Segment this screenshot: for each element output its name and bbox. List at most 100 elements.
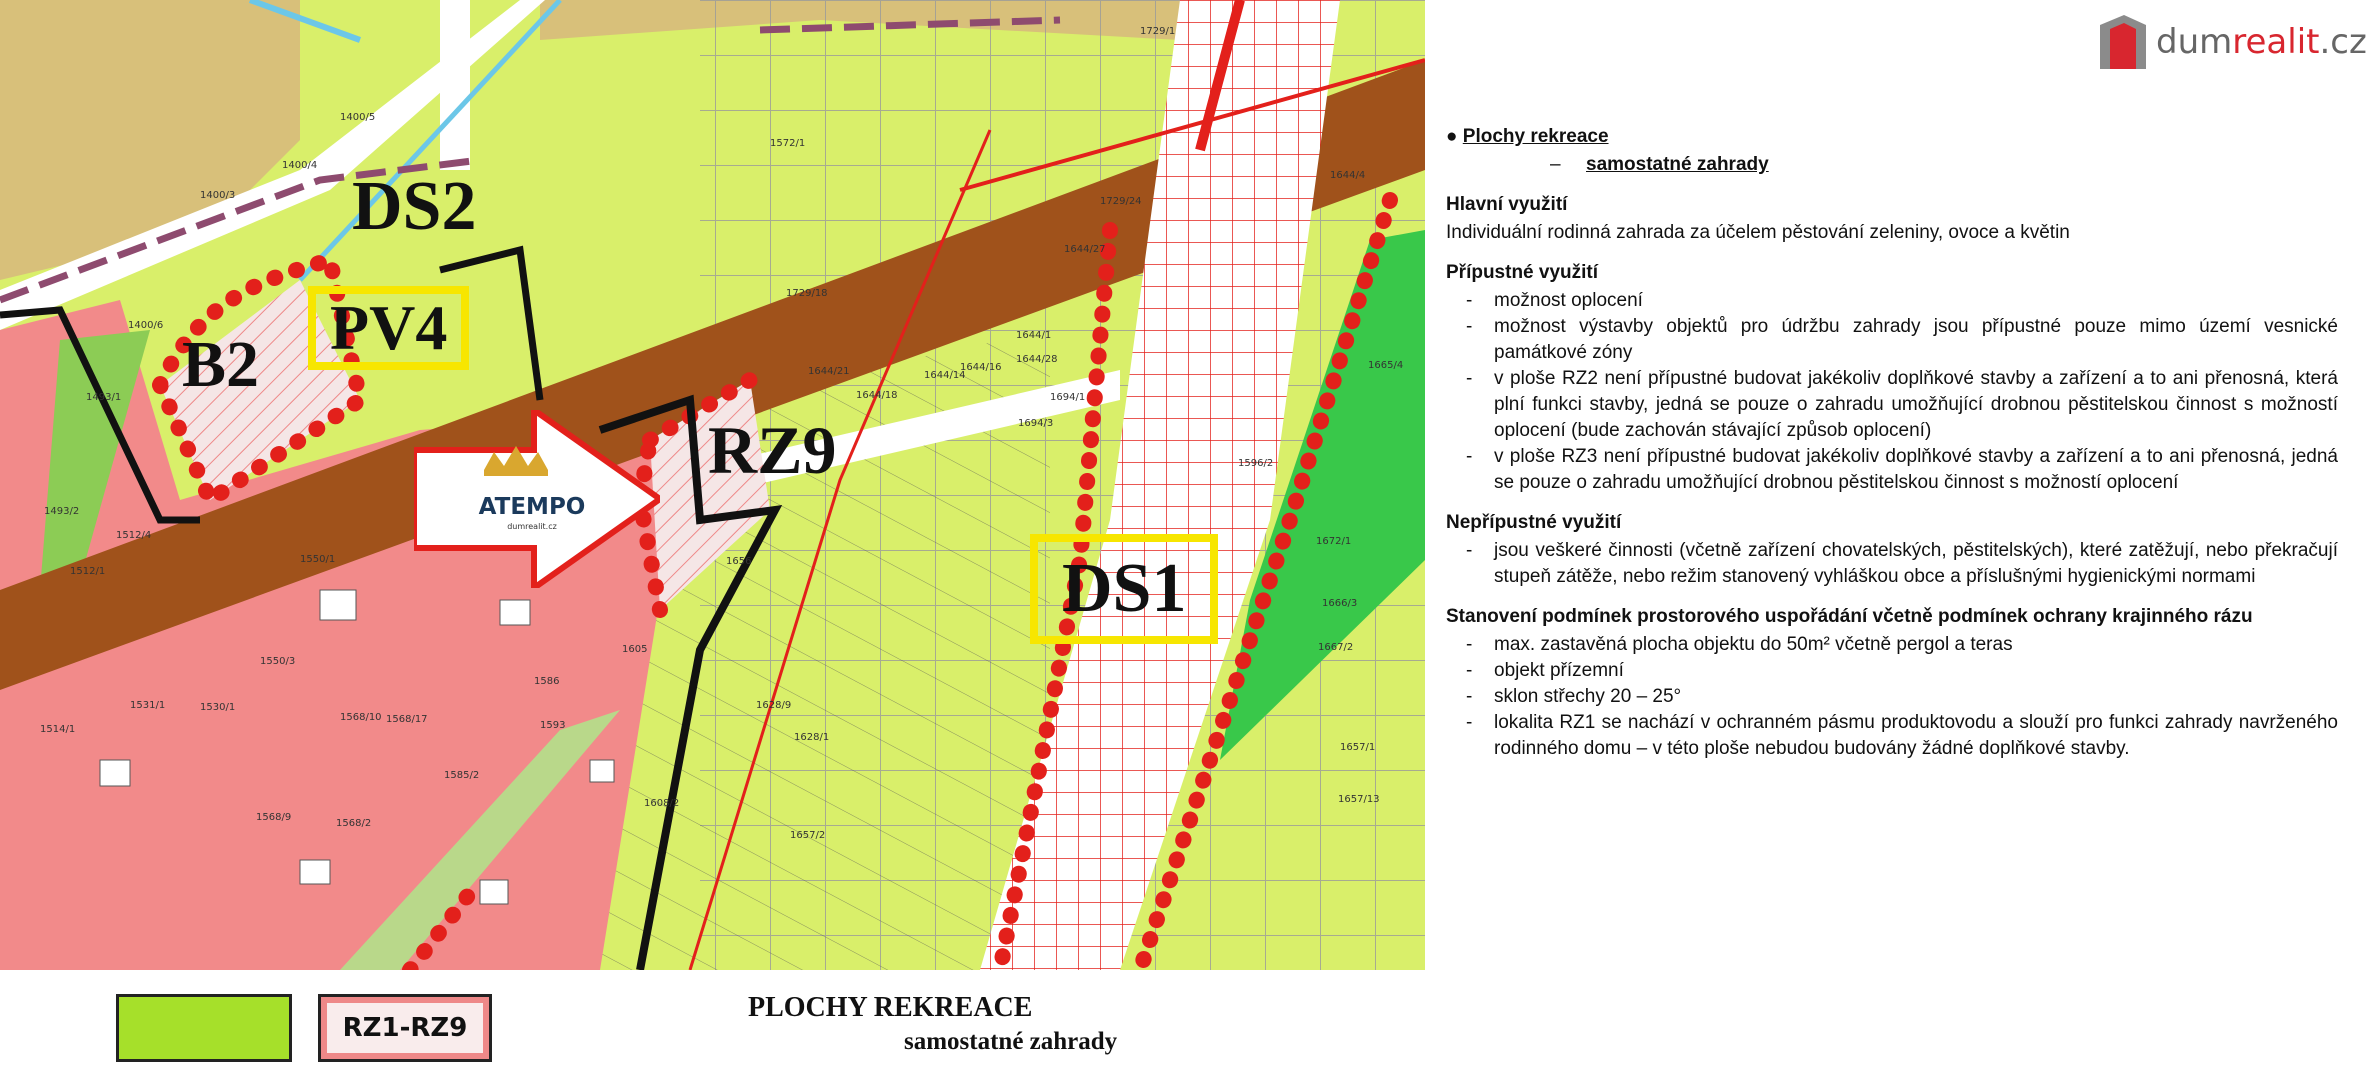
parcel-number: 1531/1 (130, 700, 166, 711)
list-item: jsou veškeré činnosti (včetně zařízení c… (1466, 538, 2338, 590)
parcel-number: 1694/3 (1018, 418, 1054, 429)
parcel-number: 1672/1 (1316, 536, 1352, 547)
green-area-right (1220, 230, 1425, 760)
logo-text: dumrealit.cz (2156, 22, 2367, 62)
white-road-branch (440, 0, 470, 170)
parcel-number: 1400/5 (340, 112, 376, 123)
parcel-number: 1550/3 (260, 656, 296, 667)
building (589, 759, 615, 783)
green-strip-bottom (340, 710, 620, 970)
list-item: v ploše RZ3 není přípustné budovat jakék… (1466, 444, 2338, 496)
map-legend: RZ1-RZ9 PLOCHY REKREACE samostatné zahra… (0, 970, 1425, 1080)
zone-label-pv4: PV4 (308, 286, 470, 370)
parcel-number: 1729/18 (786, 288, 828, 299)
parcel-number: 1729/1 (1140, 26, 1176, 37)
legend-swatch-rz: RZ1-RZ9 (318, 994, 492, 1062)
building (319, 589, 357, 621)
logo-part-2: realit (2232, 22, 2320, 62)
list-item: sklon střechy 20 – 25° (1466, 684, 2338, 710)
parcel-number: 1400/4 (282, 160, 318, 171)
parcel-number: 1585/2 (444, 770, 480, 781)
rz9-area (650, 380, 770, 610)
parcel-number: 1605 (622, 644, 648, 655)
parcel-number: 1729/24 (1100, 196, 1142, 207)
boundary-line (1195, 0, 1245, 152)
watermark-sub: dumrealit.cz (507, 522, 557, 531)
parcel-number: 1657/1 (1340, 742, 1376, 753)
building (479, 879, 509, 905)
black-boundary-left (0, 306, 200, 524)
parcel-number: 1628/1 (794, 732, 830, 743)
parcel-number: 1656 (726, 556, 752, 567)
parcel-number: 1512/1 (70, 566, 106, 577)
allowed-use-heading: Přípustné využití (1446, 262, 1599, 283)
zone-label-ds1: DS1 (1030, 534, 1219, 644)
parcel-number: 1644/21 (808, 366, 850, 377)
building (499, 599, 531, 626)
parcel-number: 1644/14 (924, 370, 966, 381)
building (99, 759, 131, 787)
main-use-text: Individuální rodinná zahrada za účelem p… (1446, 222, 2070, 243)
forbidden-use-heading: Nepřípustné využití (1446, 512, 1622, 533)
ds1-border-left (992, 222, 1118, 970)
atempo-watermark: ATEMPO dumrealit.cz (414, 410, 660, 588)
boundary-thin (959, 58, 1425, 192)
parcel-number: 1694/1 (1050, 392, 1086, 403)
stream (248, 0, 362, 43)
parcel-number: 1593 (540, 720, 566, 731)
parcel-number: 1666/3 (1322, 598, 1358, 609)
stream-2 (298, 0, 562, 282)
bullet-title: Plochy rekreace (1462, 126, 1609, 147)
parcel-number: 1665/4 (1368, 360, 1404, 371)
white-road-right (690, 370, 1120, 500)
list-item: objekt přízemní (1466, 658, 2338, 684)
logo-part-1: dum (2156, 22, 2233, 62)
boundary-thin-2 (688, 129, 992, 970)
dashed-edge (0, 156, 481, 304)
parcel-number: 1608/2 (644, 798, 680, 809)
list-item: v ploše RZ2 není přípustné budovat jakék… (1466, 366, 2338, 444)
dumrealit-logo[interactable]: dumrealit.cz (2100, 14, 2367, 70)
parcel-number: 1644/27 (1064, 244, 1106, 255)
main-use-heading: Hlavní využití (1446, 194, 1568, 215)
parcel-number: 1493/2 (44, 506, 80, 517)
list-item: možnost výstavby objektů pro údržbu zahr… (1466, 314, 2338, 366)
black-boundary-right (598, 394, 783, 970)
zone-label-b2: B2 (182, 328, 260, 401)
parcel-number: 1572/1 (770, 138, 806, 149)
parcel-number: 1512/4 (116, 530, 152, 541)
list-item: max. zastavěná plocha objektu do 50m² vč… (1466, 632, 2338, 658)
parcel-number: 1568/10 (340, 712, 382, 723)
logo-part-3: .cz (2319, 22, 2367, 62)
parcel-number: 1667/2 (1318, 642, 1354, 653)
crown-icon (484, 446, 548, 476)
parcel-number: 1514/1 (40, 724, 76, 735)
parcel-number: 1628/9 (756, 700, 792, 711)
parcel-number: 1550/1 (300, 554, 336, 565)
subtitle-dash: – (1550, 154, 1561, 175)
green-strip-left (40, 330, 150, 590)
bullet-subtitle: samostatné zahrady (1586, 154, 1769, 175)
parcel-number: 1568/9 (256, 812, 292, 823)
b2-border (151, 249, 369, 512)
watermark-brand: ATEMPO (478, 494, 586, 520)
building (299, 859, 331, 885)
zone-label-ds2: DS2 (352, 168, 477, 245)
parcel-number: 1644/28 (1016, 354, 1058, 365)
bullet-icon: ● (1446, 126, 1463, 147)
parcel-number: 1493/1 (86, 392, 122, 403)
parcel-number: 1644/18 (856, 390, 898, 401)
parcel-number: 1400/3 (200, 190, 236, 201)
parcel-number: 1657/2 (790, 830, 826, 841)
forbidden-use-list: jsou veškeré činnosti (včetně zařízení c… (1446, 538, 2338, 590)
bullet-title-line: ● Plochy rekreace (1446, 124, 2338, 150)
dashed-edge-top (759, 16, 1061, 34)
ds1-corridor (980, 0, 1340, 970)
house-logo-icon (2100, 15, 2146, 69)
list-item: možnost oplocení (1466, 288, 2338, 314)
legend-swatch-label: RZ1-RZ9 (342, 1013, 468, 1043)
legend-swatch-recreation (116, 994, 292, 1062)
zone-label-rz9: RZ9 (708, 412, 837, 488)
parcel-number: 1400/6 (128, 320, 164, 331)
regulation-text: ● Plochy rekreace – samostatné zahrady H… (1446, 124, 2338, 762)
